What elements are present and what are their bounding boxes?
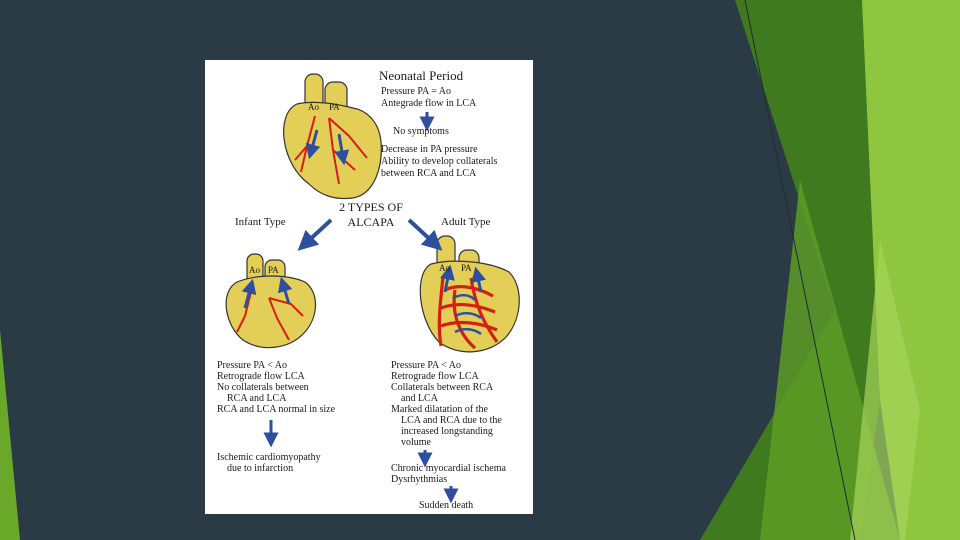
center-title-line1: 2 TYPES OF [339,200,403,214]
collateral-flow-arrows [452,294,482,335]
coronary-collaterals [437,275,499,350]
flow-arrow [471,266,486,293]
infant-line: Retrograde flow LCA [217,371,305,382]
label-pa: PA [461,263,472,273]
adult-line: Pressure PA < Ao [391,360,462,371]
flow-arrow [334,133,350,166]
adult-line: volume [401,437,431,448]
adult-type-title: Adult Type [441,216,491,228]
adult-line: increased longstanding [401,426,493,437]
heart-neonatal [283,73,382,200]
label-pa: PA [329,102,340,112]
infant-outcome: Ischemic cardiomyopathy [217,452,321,463]
adult-line: Collaterals between RCA [391,382,494,393]
neonatal-title: Neonatal Period [379,68,464,83]
infant-line: RCA and LCA normal in size [217,404,336,415]
flow-arrow [305,129,321,160]
infant-outcome: due to infarction [227,463,294,474]
arrow-to-adult [407,218,443,251]
label-ao: Ao [439,263,450,273]
flow-arrow [241,278,257,309]
neonatal-line: Antegrade flow in LCA [381,98,477,109]
neonatal-line: Pressure PA = Ao [381,86,452,97]
arrow-to-infant [297,218,333,251]
label-ao: Ao [308,102,319,112]
heart-infant [225,253,317,349]
neonatal-next-line: between RCA and LCA [381,168,477,179]
infant-line: No collaterals between [217,382,309,393]
center-title-line2: ALCAPA [347,215,395,229]
green-facet-left [0,330,20,540]
adult-line: LCA and RCA due to the [401,415,502,426]
flow-arrow [440,264,455,293]
neonatal-result: No symptoms [393,126,449,137]
coronary-vessels [236,291,304,341]
adult-line: Marked dilatation of the [391,404,488,415]
label-pa: PA [268,265,279,275]
facet-line [744,0,856,540]
adult-final-outcome: Sudden death [419,500,474,511]
adult-outcome: Chronic myocardial ischema [391,463,506,474]
heart-body [225,275,317,349]
heart-adult [419,235,520,353]
adult-line: and LCA [401,393,438,404]
adult-outcome: Dysrhythmias [391,474,448,485]
adult-line: Retrograde flow LCA [391,371,479,382]
green-facet-highlight [850,240,920,540]
infant-line: RCA and LCA [227,393,287,404]
flow-arrow [277,276,293,305]
alcapa-figure: Ao PA Ao PA Ao PA Neonatal Period Pressu… [205,60,533,514]
infant-line: Pressure PA < Ao [217,360,288,371]
infant-type-title: Infant Type [235,216,286,228]
neonatal-next-line: Ability to develop collaterals [381,156,498,167]
figure-graphics [225,73,520,504]
neonatal-next-line: Decrease in PA pressure [381,144,478,155]
label-ao: Ao [249,265,260,275]
